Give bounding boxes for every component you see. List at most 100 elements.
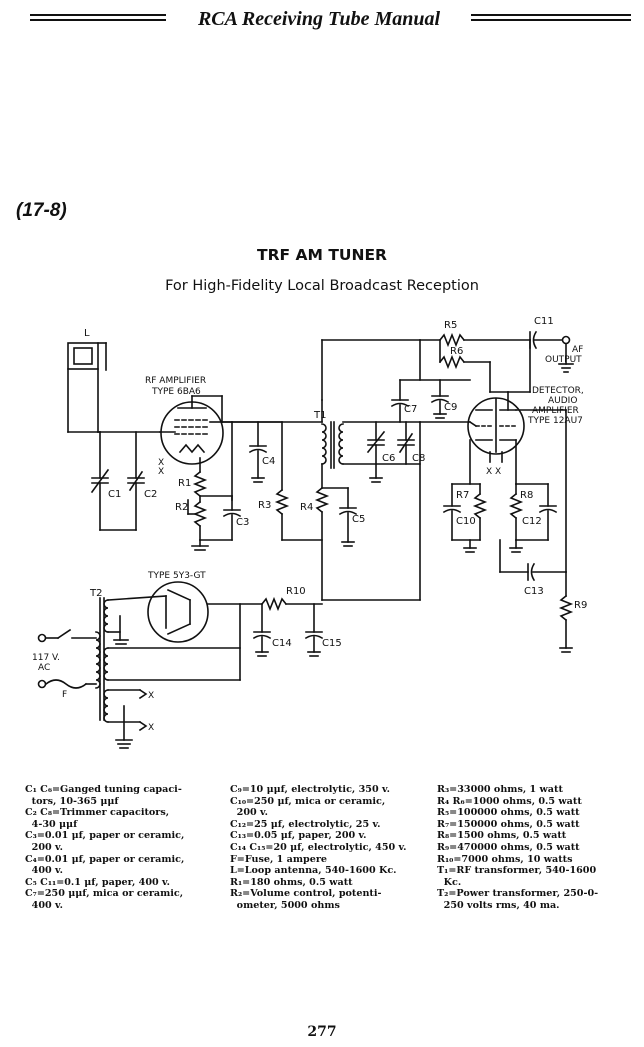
parts-line: C₇=250 μμf, mica or ceramic, [25, 888, 184, 900]
label-r8: R8 [520, 490, 533, 501]
resistor-r5: R5 [419, 320, 531, 348]
label-t2: T2 [89, 588, 102, 599]
parts-column-3: R₃=33000 ohms, 1 watt R₄ R₆=1000 ohms, 0… [437, 784, 637, 912]
mains-input: 117 V. AC F [32, 628, 97, 700]
label-c14: C14 [272, 638, 292, 649]
parts-line: R₈=1500 ohms, 0.5 watt [437, 830, 567, 842]
detector-label-2: AUDIO [548, 396, 577, 406]
label-r6: R6 [450, 346, 463, 357]
capacitor-c2: C2 [127, 431, 157, 531]
mains-label-2: AC [38, 663, 50, 673]
parts-line: T₁=RF transformer, 540-1600 [437, 865, 597, 877]
parts-line: C₁₀=250 μf, mica or ceramic, [230, 795, 386, 807]
parts-line: C₄=0.01 μf, paper or ceramic, [25, 853, 185, 865]
label-c11: C11 [534, 316, 554, 327]
label-r10: R10 [286, 586, 306, 597]
detector-label-1: DETECTOR, [532, 386, 584, 396]
af-output-label-2: OUTPUT [545, 355, 582, 365]
label-c9: C9 [444, 402, 457, 413]
label-t1: T1 [313, 410, 326, 421]
parts-line: 4-30 μμf [25, 818, 78, 830]
label-r1: R1 [178, 478, 191, 489]
capacitor-c1: C1 [90, 431, 121, 531]
parts-line: C₉=10 μμf, electrolytic, 350 v. [230, 784, 390, 795]
label-r5: R5 [444, 320, 457, 331]
parts-line: C₁₄ C₁₅=20 μf, electrolytic, 450 v. [230, 841, 407, 853]
parts-line: 250 volts rms, 40 ma. [437, 899, 560, 911]
capacitor-c6: C6 [366, 421, 395, 465]
rf-amplifier-tube-6ba6: RF AMPLIFIER TYPE 6BA6 X X [145, 376, 224, 477]
parts-line: R₄ R₆=1000 ohms, 0.5 watt [437, 795, 582, 807]
capacitor-c13: C13 [499, 562, 567, 597]
resistor-r6: R6 [438, 339, 491, 393]
parts-line: L=Loop antenna, 540-1600 Kc. [230, 865, 397, 877]
capacitor-c11: C11 [529, 316, 563, 350]
rf-amp-label-2: TYPE 6BA6 [151, 387, 201, 397]
figure-number: (17-8) [16, 200, 67, 221]
parts-line: C₂ C₈=Trimmer capacitors, [25, 807, 170, 819]
parts-line: R₁₀=7000 ohms, 10 watts [437, 853, 573, 865]
resistor-r4: R4 [300, 486, 330, 601]
rf-transformer-t1: T1 [313, 410, 344, 469]
rectifier-label: TYPE 5Y3-GT [147, 571, 206, 581]
parts-line: R₉=470000 ohms, 0.5 watt [437, 841, 580, 853]
capacitor-c9: C9 [430, 379, 457, 419]
capacitor-c5: C5 [321, 487, 365, 547]
label-c12: C12 [522, 516, 542, 527]
heater-x-2: X [158, 467, 164, 477]
parts-line: 400 v. [25, 865, 63, 877]
rectifier-tube-5y3gt: TYPE 5Y3-GT [147, 571, 209, 643]
rf-amp-label-1: RF AMPLIFIER [145, 376, 206, 386]
capacitor-c7: C7 [390, 379, 417, 423]
label-c4: C4 [262, 456, 275, 467]
parts-line: R₂=Volume control, potenti- [230, 888, 382, 900]
power-transformer-t2: T2 [89, 588, 109, 723]
label-c2: C2 [144, 489, 157, 500]
antenna-label: L [84, 328, 90, 339]
parts-column-2: C₉=10 μμf, electrolytic, 350 v. C₁₀=250 … [230, 784, 440, 912]
page-number: 277 [307, 1024, 337, 1040]
capacitor-c8: C8 [397, 421, 425, 465]
detector-label-3: AMPLIFIER [532, 406, 579, 416]
resistor-r8: R8 [508, 483, 533, 541]
capacitor-c10: C10 [442, 483, 476, 541]
parts-line: tors, 10-365 μμf [25, 795, 119, 807]
parts-line: C₁₃=0.05 μf, paper, 200 v. [230, 830, 367, 842]
label-r4: R4 [300, 502, 313, 513]
label-c3: C3 [236, 517, 249, 528]
parts-line: 400 v. [25, 899, 63, 911]
circuit-subtitle: For High-Fidelity Local Broadcast Recept… [165, 278, 479, 294]
capacitor-c12: C12 [522, 483, 558, 541]
parts-line: 200 v. [25, 841, 63, 853]
detector-label-4: TYPE 12AU7 [527, 416, 583, 426]
detector-tube-12au7: DETECTOR, AUDIO AMPLIFIER TYPE 12AU7 X X [467, 386, 584, 477]
af-output-label-1: AF [572, 345, 583, 355]
header-rule-right [471, 14, 631, 21]
af-output-terminal [561, 335, 571, 345]
label-c15: C15 [322, 638, 342, 649]
parts-line: 200 v. [230, 807, 268, 819]
label-c10: C10 [456, 516, 476, 527]
schematic-diagram: L C1 C2 RF AMPLIFIER TYPE 6BA6 X X [32, 316, 587, 749]
resistor-r3: R3 [231, 421, 323, 541]
label-r7: R7 [456, 490, 469, 501]
label-r2: R2 [175, 502, 188, 513]
resistor-r1: R1 [178, 457, 208, 498]
heater-x-4: X [148, 723, 154, 733]
parts-line: ometer, 5000 ohms [230, 899, 340, 911]
parts-line: R₃=33000 ohms, 1 watt [437, 784, 563, 795]
label-c13: C13 [524, 586, 544, 597]
parts-line: C₁ C₆=Ganged tuning capaci- [25, 784, 182, 795]
detector-heater-xx: X X [486, 467, 501, 477]
label-r3: R3 [258, 500, 271, 511]
resistor-r9: R9 [558, 571, 587, 653]
resistor-r10: R10 [207, 586, 323, 612]
book-title: RCA Receiving Tube Manual [197, 8, 441, 30]
label-c8: C8 [412, 453, 425, 464]
parts-line: R₁=180 ohms, 0.5 watt [230, 876, 353, 888]
parts-line: Kc. [437, 876, 462, 888]
heater-x-3: X [148, 691, 154, 701]
label-c1: C1 [108, 489, 121, 500]
loop-antenna: L [67, 328, 107, 433]
circuit-title: TRF AM TUNER [257, 246, 387, 264]
